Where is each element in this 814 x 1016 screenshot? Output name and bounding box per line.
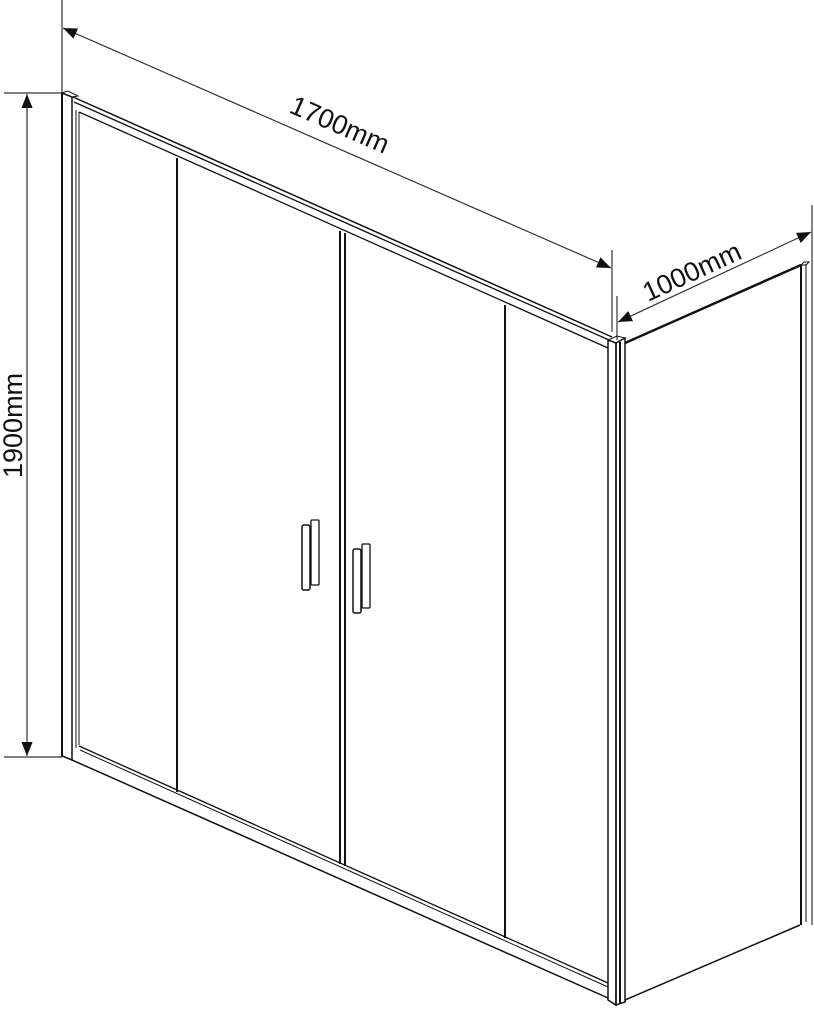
corner-post bbox=[606, 335, 627, 1007]
height-dimension: 1900mm bbox=[0, 92, 62, 758]
front-frame bbox=[60, 90, 613, 999]
side-top-rail bbox=[624, 263, 802, 345]
top-rail bbox=[72, 96, 613, 338]
door-handle-right bbox=[352, 543, 371, 614]
dimension-line bbox=[62, 27, 612, 269]
depth-dimension: 1000mm bbox=[616, 205, 813, 925]
left-post bbox=[61, 91, 73, 762]
width-dimension: 1700mm bbox=[61, 0, 613, 332]
side-bottom-rail bbox=[624, 924, 801, 1001]
door-handle-left bbox=[301, 519, 320, 591]
bottom-rail bbox=[71, 759, 609, 999]
side-panel bbox=[624, 261, 811, 1001]
height-label: 1900mm bbox=[0, 373, 28, 478]
dimension-line bbox=[617, 231, 812, 323]
